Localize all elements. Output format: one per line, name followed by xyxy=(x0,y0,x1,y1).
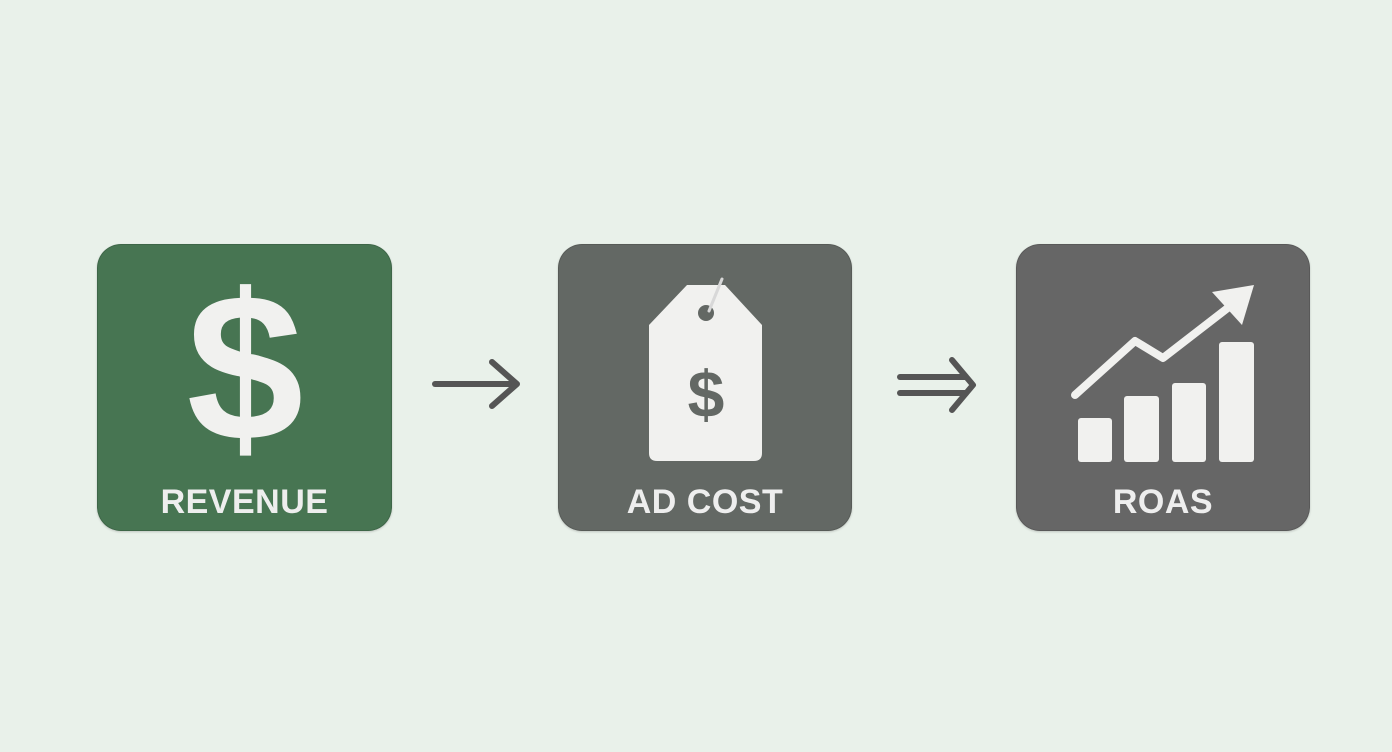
svg-text:$: $ xyxy=(688,357,725,431)
single-arrow-right-icon xyxy=(432,359,520,409)
double-arrow-right-icon xyxy=(897,357,976,413)
revenue-card: $ REVENUE xyxy=(97,244,392,531)
growth-chart-icon xyxy=(1071,285,1254,462)
dollar-icon: $ xyxy=(187,250,304,485)
svg-text:$: $ xyxy=(187,250,304,485)
roas-label: ROAS xyxy=(1112,483,1214,521)
roas-card: ROAS xyxy=(1016,244,1310,531)
revenue-label: REVENUE xyxy=(160,483,329,521)
price-tag-icon: $ xyxy=(649,277,762,461)
ad-cost-card: $ AD COST xyxy=(558,244,852,531)
ad-cost-label: AD COST xyxy=(626,483,784,521)
